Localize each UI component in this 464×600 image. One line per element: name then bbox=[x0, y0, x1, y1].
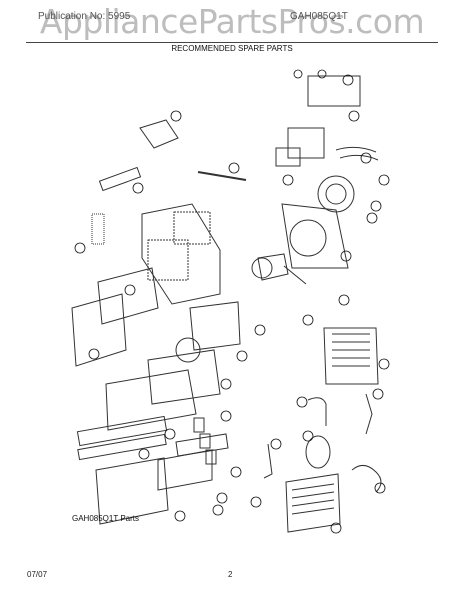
wrapper-cabinet bbox=[141, 203, 221, 305]
capillary-tube bbox=[351, 465, 382, 493]
drain-pan bbox=[105, 369, 197, 431]
switch-bracket bbox=[275, 147, 301, 167]
front-panel bbox=[95, 457, 169, 525]
compressor bbox=[305, 435, 331, 469]
front-bar bbox=[76, 415, 168, 447]
model-number: GAH085Q1T bbox=[290, 11, 348, 22]
control-board bbox=[307, 75, 361, 107]
fan-motor bbox=[257, 253, 289, 281]
footer-date: 07/07 bbox=[27, 570, 48, 579]
base-pan bbox=[147, 349, 221, 405]
chassis-box bbox=[97, 267, 159, 325]
remote-control bbox=[98, 166, 142, 192]
seal-strip bbox=[335, 146, 377, 153]
blower-wheel bbox=[317, 175, 355, 213]
partition-panel bbox=[189, 301, 241, 351]
publication-number: Publication No: 5995 bbox=[38, 11, 131, 22]
condenser-fan bbox=[175, 337, 201, 363]
label-plate bbox=[91, 213, 105, 245]
evaporator-coil bbox=[323, 327, 379, 385]
condenser-coil bbox=[285, 473, 341, 533]
blower-housing bbox=[281, 203, 349, 269]
support-rod bbox=[197, 171, 247, 181]
louver-strip bbox=[175, 433, 229, 457]
rear-grille bbox=[71, 293, 127, 367]
terminal-block bbox=[193, 417, 205, 433]
refrigerant-tube bbox=[307, 397, 327, 426]
header-rule bbox=[26, 42, 438, 43]
refrigerant-tube-2 bbox=[365, 393, 373, 435]
bracket-small bbox=[263, 443, 273, 479]
exploded-parts-diagram bbox=[71, 69, 390, 534]
diagram-caption: GAH085Q1T Parts bbox=[72, 514, 139, 523]
wrapper-grille bbox=[147, 239, 189, 281]
control-housing bbox=[287, 127, 325, 159]
seal-strip-2 bbox=[339, 154, 379, 161]
page-subtitle: RECOMMENDED SPARE PARTS bbox=[171, 44, 293, 53]
bracket-part bbox=[139, 119, 179, 149]
page-number: 2 bbox=[228, 570, 233, 579]
watermark: AppliancePartsPros.com bbox=[39, 2, 425, 41]
